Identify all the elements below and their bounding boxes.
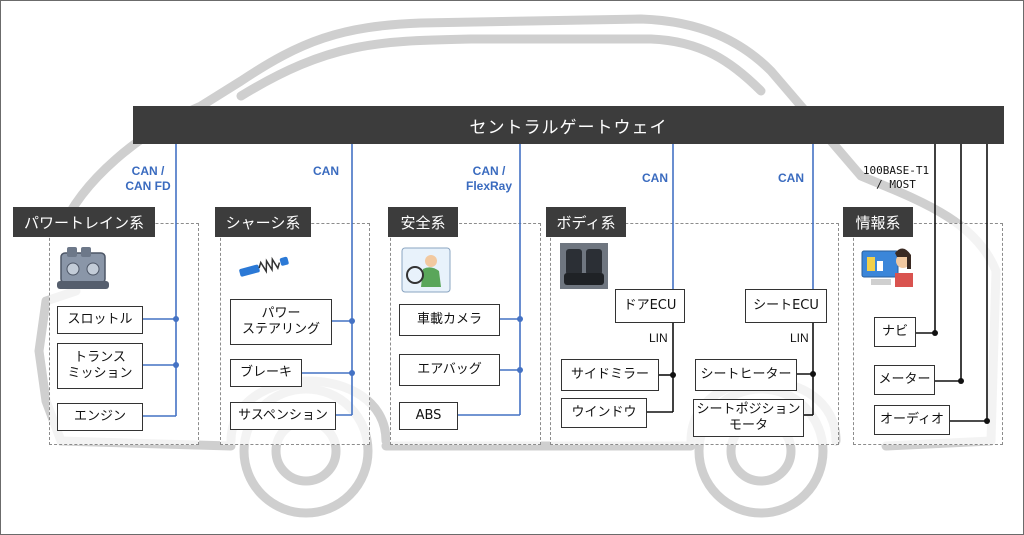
transmission-ecu: トランス ミッション [57, 343, 143, 389]
shock-absorber-icon [239, 256, 289, 277]
door-ecu: ドアECU [615, 289, 685, 323]
window-ecu: ウインドウ [561, 398, 647, 428]
door-lin-label: LIN [649, 331, 668, 345]
navigation-unit: ナビ [874, 317, 916, 347]
seat-lin-label: LIN [790, 331, 809, 345]
engine-ecu: エンジン [57, 403, 143, 431]
info-bus-label: 100BASE-T1 / MOST [862, 164, 930, 192]
body-title: ボディ系 [546, 207, 626, 237]
seat-ecu: シートECU [745, 289, 827, 323]
airbag-ecu: エアバッグ [399, 354, 500, 386]
chassis-title: シャーシ系 [215, 207, 311, 237]
throttle-ecu: スロットル [57, 306, 143, 334]
safety-title: 安全系 [388, 207, 458, 237]
engine-icon [57, 247, 109, 289]
driver-icon [401, 247, 451, 293]
powertrain-title: パワートレイン系 [13, 207, 155, 237]
brake-ecu: ブレーキ [230, 359, 302, 387]
car-navigation-icon [861, 248, 913, 287]
chassis-bus-label: CAN [313, 164, 339, 178]
side-mirror-ecu: サイドミラー [561, 359, 659, 391]
audio-unit: オーディオ [874, 405, 950, 435]
power-steering-ecu: パワー ステアリング [230, 299, 332, 345]
seat-position-motor-ecu: シートポジション モータ [693, 399, 804, 437]
onboard-camera-ecu: 車載カメラ [399, 304, 500, 336]
seat-heater-ecu: シートヒーター [695, 359, 797, 391]
car-seat-icon [560, 243, 608, 289]
body-seat-bus-label: CAN [778, 171, 804, 185]
meter-unit: メーター [874, 365, 935, 395]
central-gateway: セントラルゲートウェイ [133, 106, 1004, 144]
body-door-bus-label: CAN [642, 171, 668, 185]
safety-bus-label: CAN / FlexRay [465, 164, 513, 193]
powertrain-bus-label: CAN / CAN FD [125, 164, 171, 193]
abs-ecu: ABS [399, 402, 458, 430]
suspension-ecu: サスペンション [230, 402, 336, 430]
info-title: 情報系 [843, 207, 913, 237]
